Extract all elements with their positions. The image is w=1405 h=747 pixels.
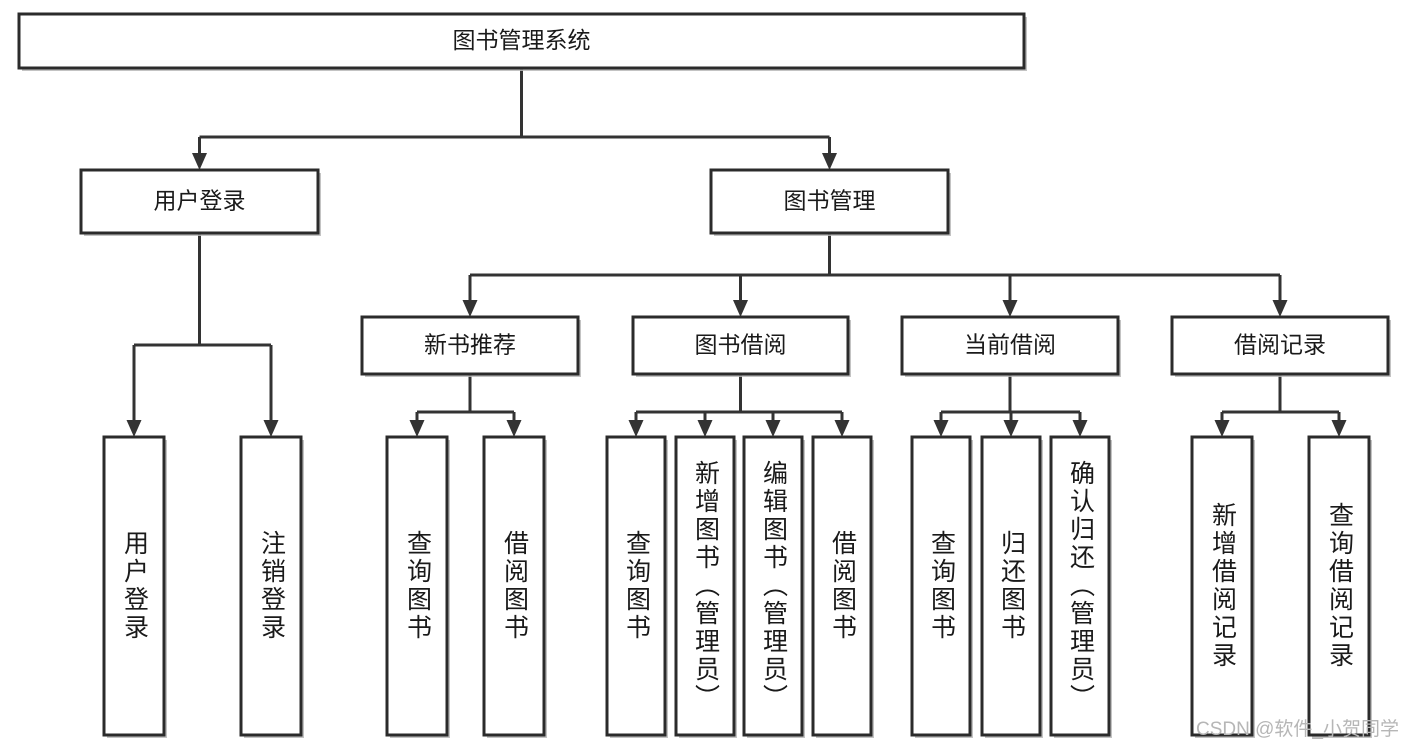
node-book-management[interactable] bbox=[709, 168, 951, 236]
arrowhead-icon bbox=[628, 420, 644, 437]
arrowhead-icon bbox=[1272, 300, 1288, 317]
node-leaf-query-record[interactable] bbox=[1307, 435, 1372, 738]
node-leaf-query-book-rec[interactable] bbox=[385, 435, 450, 738]
node-user-login[interactable] bbox=[79, 168, 321, 236]
node-label-user-login: 用户登录 bbox=[154, 188, 246, 214]
node-label-borrow-record: 借阅记录 bbox=[1234, 332, 1326, 358]
arrowhead-icon bbox=[834, 420, 850, 437]
arrowhead-icon bbox=[263, 420, 279, 437]
node-new-book-recommend[interactable] bbox=[360, 315, 581, 377]
arrowhead-icon bbox=[733, 300, 748, 317]
arrowhead-icon bbox=[1003, 420, 1019, 437]
arrowhead-icon bbox=[1072, 420, 1088, 437]
arrowhead-icon bbox=[933, 420, 949, 437]
arrowhead-icon bbox=[1331, 420, 1347, 437]
arrowhead-icon bbox=[765, 420, 781, 437]
node-label-new-book-recommend: 新书推荐 bbox=[424, 332, 516, 358]
arrowhead-icon bbox=[409, 420, 425, 437]
arrowhead-icon bbox=[506, 420, 522, 437]
node-label-root: 图书管理系统 bbox=[453, 27, 591, 53]
node-label-current-borrow: 当前借阅 bbox=[964, 332, 1056, 358]
arrowhead-icon bbox=[462, 300, 478, 317]
edges-layer bbox=[126, 68, 1347, 437]
node-leaf-user-login[interactable] bbox=[102, 435, 167, 738]
arrowhead-icon bbox=[1002, 300, 1018, 317]
node-label-book-management: 图书管理 bbox=[784, 188, 876, 214]
node-current-borrow[interactable] bbox=[900, 315, 1121, 377]
csdn-watermark: CSDN @软件_小贺同学 bbox=[1196, 719, 1399, 740]
node-leaf-add-book[interactable] bbox=[674, 435, 737, 738]
node-root[interactable] bbox=[17, 12, 1027, 71]
arrowhead-icon bbox=[822, 153, 837, 170]
node-leaf-add-record[interactable] bbox=[1190, 435, 1255, 738]
node-leaf-confirm-return[interactable] bbox=[1049, 435, 1112, 738]
node-label-book-borrow: 图书借阅 bbox=[695, 332, 787, 358]
node-book-borrow[interactable] bbox=[631, 315, 851, 377]
node-leaf-borrow-book-bor[interactable] bbox=[811, 435, 874, 738]
node-leaf-logout[interactable] bbox=[239, 435, 304, 738]
arrowhead-icon bbox=[126, 420, 142, 437]
node-leaf-edit-book[interactable] bbox=[742, 435, 805, 738]
node-leaf-return-book[interactable] bbox=[980, 435, 1043, 738]
arrowhead-icon bbox=[192, 153, 207, 170]
node-leaf-query-book-cur[interactable] bbox=[910, 435, 973, 738]
node-leaf-borrow-book-rec[interactable] bbox=[482, 435, 547, 738]
arrowhead-icon bbox=[1214, 420, 1230, 437]
node-leaf-query-book-bor[interactable] bbox=[605, 435, 668, 738]
arrowhead-icon bbox=[697, 420, 713, 437]
node-borrow-record[interactable] bbox=[1170, 315, 1391, 377]
